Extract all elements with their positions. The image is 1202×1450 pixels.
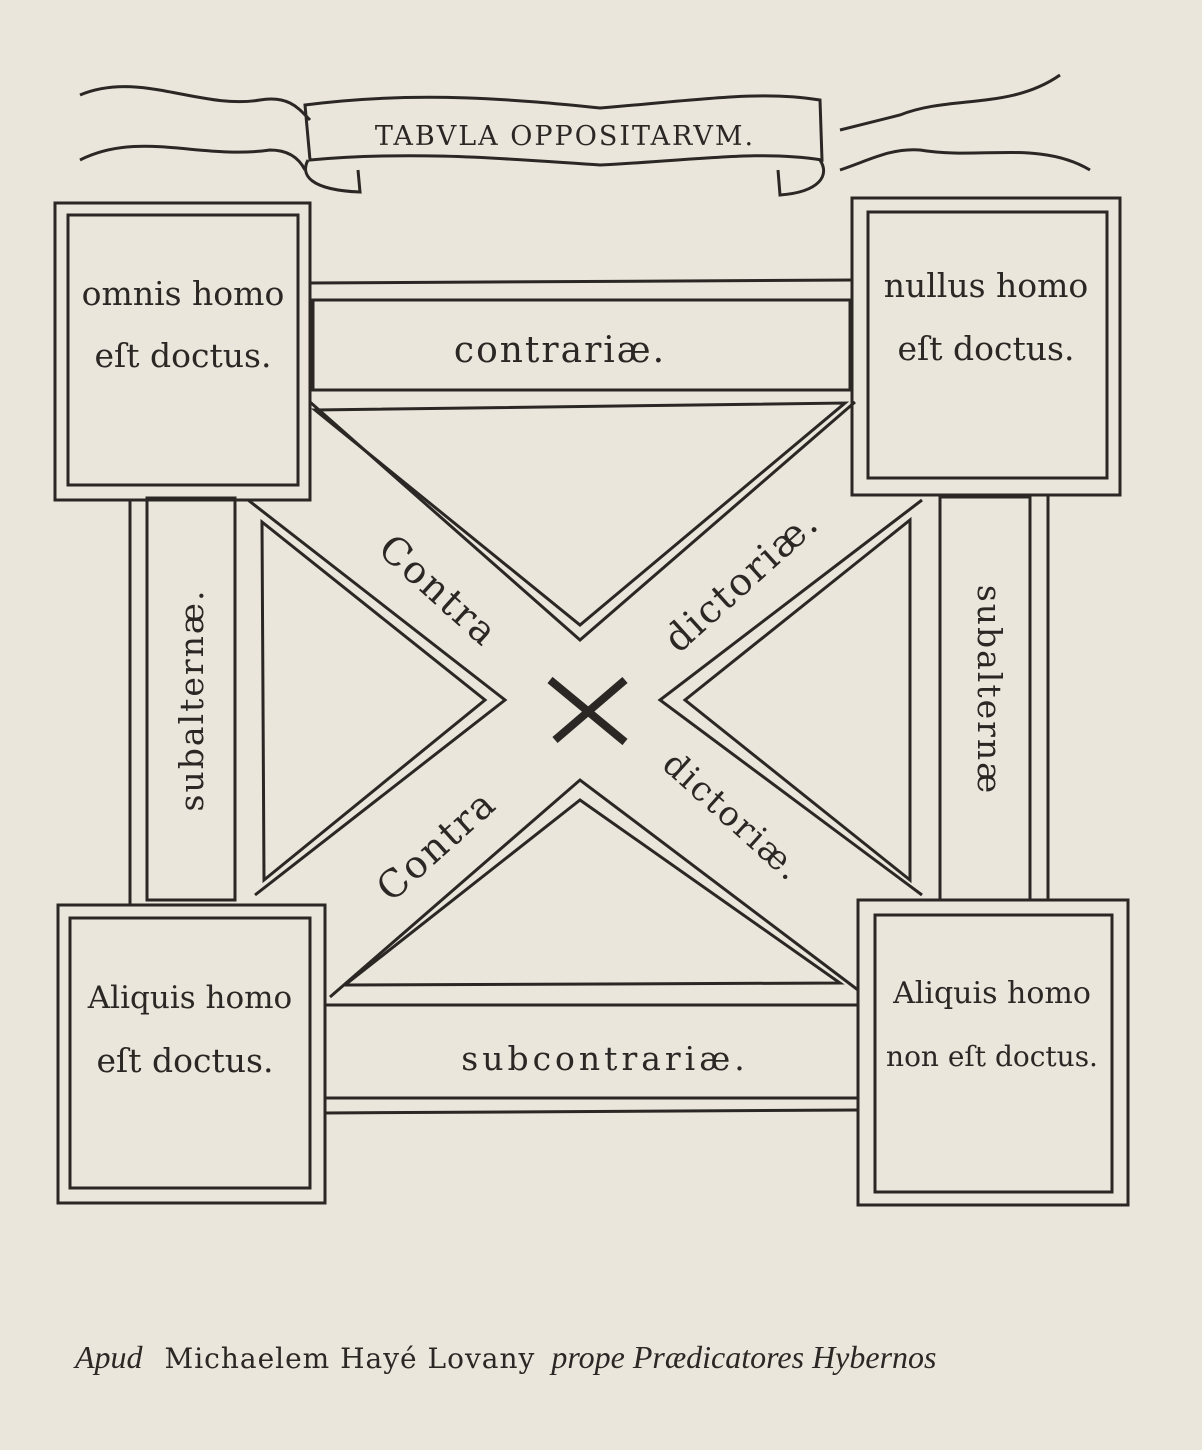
label-contra-upper: Contra [370, 526, 507, 655]
svg-text:Apud Michaelem Hayé Lova: Apud Michaelem Hayé Lovany prope Prædica… [73, 1339, 936, 1375]
label-contra-lower: Contra [368, 781, 505, 910]
cross-mark [547, 676, 628, 746]
corner-a-line1: omnis homo [82, 274, 285, 313]
title-text: TABVLA OPPOSITARVM. [375, 121, 755, 152]
frame [53, 196, 1130, 1207]
imprint: Apud Michaelem Hayé Lovany prope Prædica… [73, 1339, 936, 1375]
corner-e-line1: nullus homo [884, 266, 1089, 305]
corner-o-line2: non eſt doctus. [886, 1040, 1098, 1073]
title-banner: TABVLA OPPOSITARVM. [79, 73, 1091, 197]
label-subalternae-left: subalternæ. [172, 589, 211, 812]
imprint-apud: Apud [73, 1339, 144, 1375]
corner-e-line2: eſt doctus. [898, 329, 1075, 368]
label-subcontrariae: subcontrariæ. [461, 1039, 748, 1078]
corner-i-line1: Aliquis homo [87, 980, 292, 1016]
corner-i-line2: eſt doctus. [97, 1041, 274, 1080]
label-subalternae-right: subalternæ [970, 585, 1009, 795]
imprint-location: prope Prædicatores Hybernos [549, 1339, 936, 1375]
imprint-printer: Michaelem Hayé Lovany [165, 1342, 536, 1375]
label-contrariae: contrariæ. [454, 330, 666, 371]
corner-a-line2: eſt doctus. [95, 336, 272, 375]
corner-o-line1: Aliquis homo [892, 976, 1091, 1011]
